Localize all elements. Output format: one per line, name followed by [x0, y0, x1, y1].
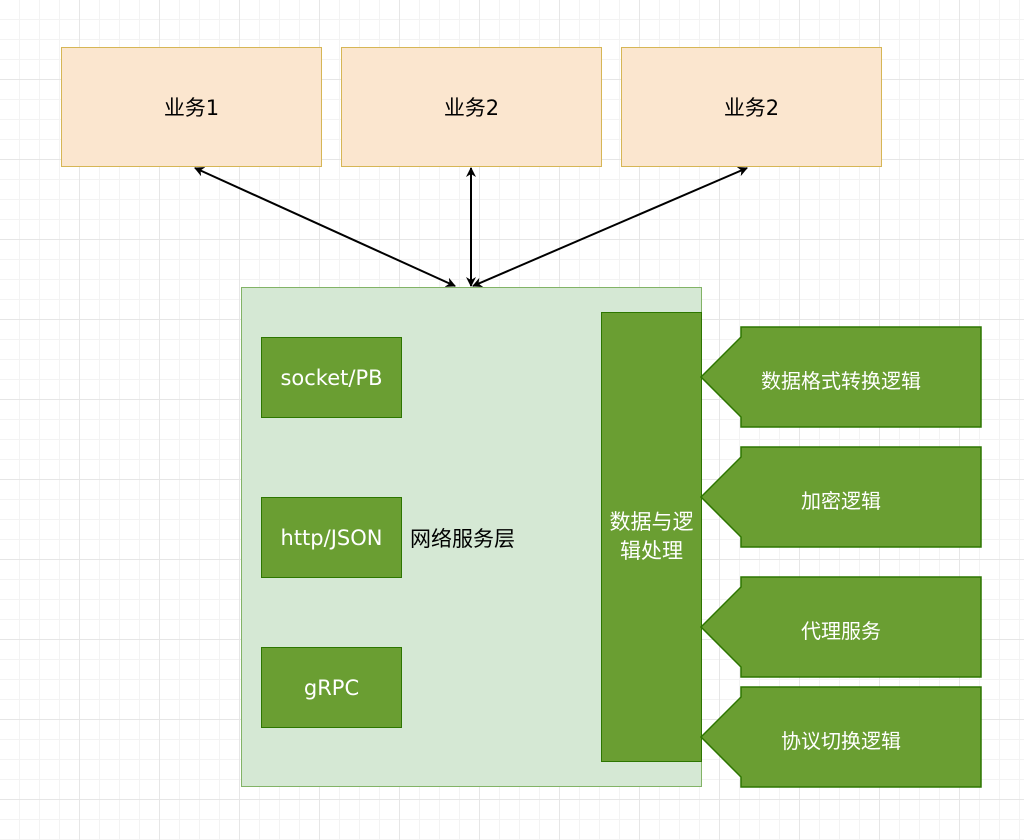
business-box-2: 业务2 [341, 47, 602, 167]
arrow-business-1 [194, 167, 456, 287]
data-logic-box: 数据与逻辑处理 [601, 312, 702, 762]
data-logic-label: 数据与逻辑处理 [609, 510, 694, 563]
module-protocol-switch-label: 协议切换逻辑 [781, 729, 901, 753]
protocol-box-http-json: http/JSON [261, 497, 402, 578]
business-box-3-label: 业务2 [723, 96, 780, 120]
arrow-business-3 [472, 166, 748, 288]
network-layer-label: 网络服务层 [410, 527, 515, 551]
module-encryption-label: 加密逻辑 [801, 489, 881, 513]
protocol-socket-pb-label: socket/PB [280, 365, 383, 390]
protocol-grpc-label: gRPC [303, 675, 360, 700]
business-box-3: 业务2 [621, 47, 882, 167]
business-box-1-label: 业务1 [163, 96, 220, 120]
business-box-1: 业务1 [61, 47, 322, 167]
protocol-http-json-label: http/JSON [280, 525, 383, 550]
protocol-box-grpc: gRPC [261, 647, 402, 728]
module-proxy-label: 代理服务 [801, 619, 881, 643]
business-box-2-label: 业务2 [443, 96, 500, 120]
protocol-box-socket-pb: socket/PB [261, 337, 402, 418]
module-format-conversion-label: 数据格式转换逻辑 [761, 369, 921, 393]
